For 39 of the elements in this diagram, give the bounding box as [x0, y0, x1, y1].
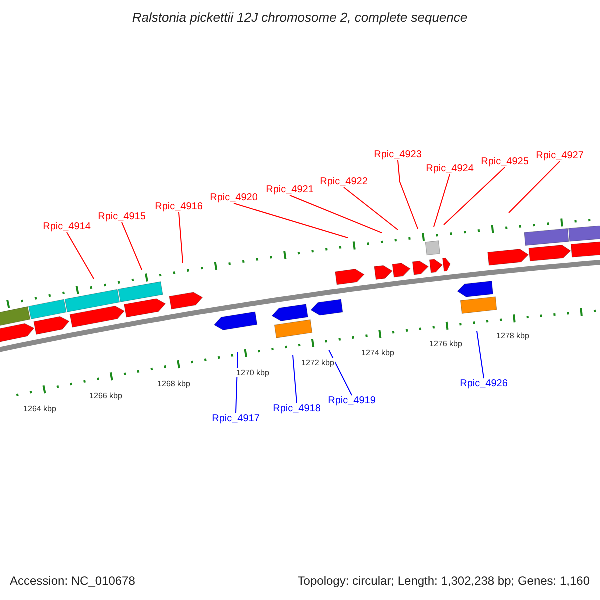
gene-label: Rpic_4922 [320, 176, 368, 188]
scale-label: 1266 kbp [88, 392, 124, 400]
scale-label: 1274 kbp [360, 348, 396, 358]
scale-label: 1270 kbp [236, 368, 270, 378]
leader-line [398, 160, 418, 230]
gene-label: Rpic_4925 [481, 156, 529, 168]
gene-label: Rpic_4918 [273, 404, 321, 414]
leader-line [476, 330, 484, 379]
gene-label: Rpic_4919 [328, 396, 376, 406]
gene-label: Rpic_4926 [460, 378, 508, 390]
scale-label: 1276 kbp [428, 340, 464, 348]
leader-line [234, 203, 348, 238]
leader-line [290, 195, 382, 234]
leader-line [328, 350, 352, 396]
leader-line [444, 167, 506, 226]
leader-line [178, 212, 184, 264]
gene-label: Rpic_4914 [43, 222, 91, 232]
gene-label: Rpic_4923 [374, 150, 422, 160]
scale-label: 1278 kbp [496, 332, 530, 340]
gene-label: Rpic_4917 [212, 414, 260, 424]
gene-label: Rpic_4916 [155, 202, 203, 212]
leader-line [344, 187, 398, 230]
scale-label: 1264 kbp [22, 404, 58, 414]
scale-label: 1268 kbp [156, 380, 192, 388]
leader-line [66, 232, 94, 280]
leader-line [236, 352, 238, 414]
gene-label: Rpic_4920 [210, 192, 258, 204]
gene-label: Rpic_4915 [98, 212, 146, 222]
gene-label: Rpic_4924 [426, 164, 474, 174]
accession-text: Accession: NC_010678 [10, 574, 136, 588]
leader-line [434, 174, 450, 228]
leader-line [292, 354, 298, 404]
gene-label: Rpic_4921 [266, 184, 314, 196]
gene-label: Rpic_4927 [536, 150, 584, 162]
sequence-info-text: Topology: circular; Length: 1,302,238 bp; Genes: 1,160 [298, 574, 590, 588]
scale-label: 1272 kbp [300, 358, 336, 368]
leader-line [122, 222, 142, 270]
leader-line [508, 161, 560, 214]
title: Ralstonia pickettii 12J chromosome 2, complete sequence [131, 10, 469, 25]
